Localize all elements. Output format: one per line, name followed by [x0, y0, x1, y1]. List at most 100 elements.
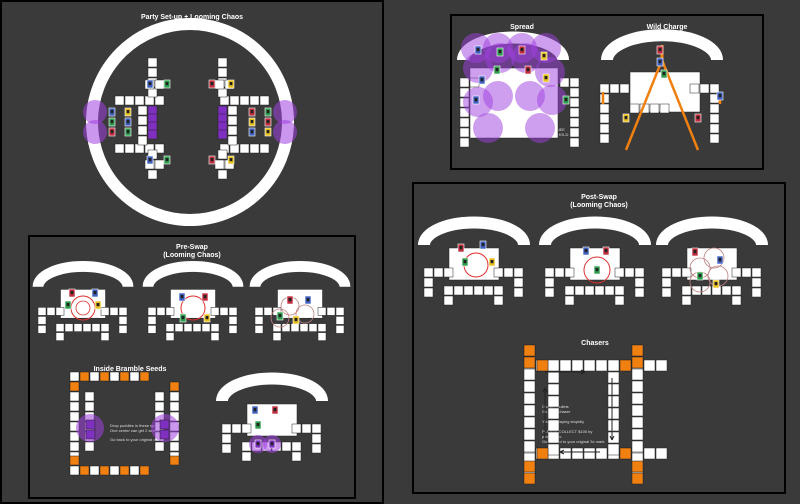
player-icon-face	[662, 72, 666, 76]
arena-tile	[221, 433, 232, 444]
aoe-ring	[703, 247, 725, 269]
arena-tile	[547, 371, 560, 384]
arena-tile	[493, 285, 504, 296]
player-icon-face	[126, 120, 130, 124]
arena-tile	[137, 105, 148, 116]
arena-tile	[607, 359, 620, 372]
arena-tile	[169, 391, 180, 402]
charge-line	[660, 59, 700, 151]
aoe-circle	[525, 113, 555, 143]
arena-tile	[183, 323, 193, 332]
arena-tile	[55, 323, 65, 332]
arena-tile	[513, 277, 524, 288]
arena-tile	[741, 267, 752, 278]
arena-tile	[217, 129, 228, 140]
arena-tile	[731, 267, 742, 278]
arena-tile	[569, 117, 580, 128]
arena-tile	[259, 143, 270, 154]
arena-tile	[84, 391, 95, 402]
player-icon-face	[490, 260, 494, 264]
arena-tile	[751, 267, 762, 278]
arena-tile	[547, 383, 560, 396]
arena-tile	[701, 285, 712, 296]
arena-tile	[249, 95, 260, 106]
arena-tile	[631, 428, 644, 441]
player-icon-face	[693, 250, 697, 254]
arena-tile	[721, 285, 732, 296]
arena-tile	[272, 323, 282, 332]
arena-arc	[418, 216, 530, 246]
arena-tile	[73, 323, 83, 332]
arena-tile	[69, 401, 80, 412]
chaser-arrow	[545, 369, 586, 375]
player-icon-face	[266, 130, 270, 134]
arena-tile	[547, 443, 560, 456]
player-icon-face	[544, 76, 548, 80]
arena-tile	[655, 447, 668, 460]
arena-tile	[156, 307, 166, 316]
arena-tile	[169, 381, 180, 392]
arena-tile	[317, 332, 327, 341]
arena-tile	[55, 307, 65, 316]
arena-tile	[109, 465, 120, 476]
arena-tile	[37, 316, 47, 325]
arena-tile	[147, 129, 158, 140]
arena-tile	[109, 371, 120, 382]
arena-tile	[544, 267, 555, 278]
player-icon-face	[165, 158, 169, 162]
player-icon-face	[273, 408, 277, 412]
arena-tile	[154, 95, 165, 106]
arena-tile	[37, 325, 47, 334]
arena-tile	[118, 316, 128, 325]
arena-tile	[607, 383, 620, 396]
inside-seeds-label: Inside Bramble Seeds	[93, 366, 167, 373]
arena-tile	[599, 93, 610, 104]
aoe-ring	[75, 300, 91, 316]
arena-tile	[569, 247, 621, 281]
arena-tile	[217, 67, 228, 78]
arena-tile	[607, 419, 620, 432]
arena-tile	[554, 267, 565, 278]
arena-tile	[210, 332, 220, 341]
arena-tile	[599, 133, 610, 144]
aoe-ring	[270, 308, 290, 328]
arena-tile	[513, 287, 524, 298]
arena-tile	[609, 83, 620, 94]
arena-tile	[631, 344, 644, 357]
arena-tile	[631, 472, 644, 485]
player-icon-face	[658, 48, 662, 52]
player-icon-face	[70, 291, 74, 295]
player-icon-face	[718, 94, 722, 98]
arena-tile	[174, 323, 184, 332]
arena-tile	[459, 137, 470, 148]
arena-tile	[599, 83, 610, 94]
player-icon-face	[658, 60, 662, 64]
arena-tile	[227, 125, 238, 136]
arena-tile	[631, 380, 644, 393]
arena-tile	[536, 359, 549, 372]
arena-arc	[249, 261, 351, 288]
arena-tile	[671, 267, 682, 278]
player-icon-face	[165, 82, 169, 86]
arena-tile	[709, 133, 720, 144]
player-icon-face	[229, 82, 233, 86]
arena-tile	[69, 441, 80, 452]
arena-tile	[217, 149, 228, 160]
player-icon-face	[110, 110, 114, 114]
arena-tile	[192, 323, 202, 332]
player-icon-face	[495, 68, 499, 72]
arena-tile	[281, 441, 292, 452]
player-icon-face	[696, 116, 700, 120]
arena-tile	[277, 289, 323, 319]
arena-tile	[595, 447, 608, 460]
player-icon-face	[205, 316, 209, 320]
arena-tile	[473, 285, 484, 296]
arena-tile	[308, 323, 318, 332]
arena-tile	[301, 423, 312, 434]
arena-tile	[221, 443, 232, 454]
arena-tile	[217, 113, 228, 124]
arena-tile	[423, 287, 434, 298]
party-setup-title: Party Set-up + Looming Chaos	[140, 14, 244, 21]
player-icon-face	[229, 158, 233, 162]
arena-tile	[311, 433, 322, 444]
